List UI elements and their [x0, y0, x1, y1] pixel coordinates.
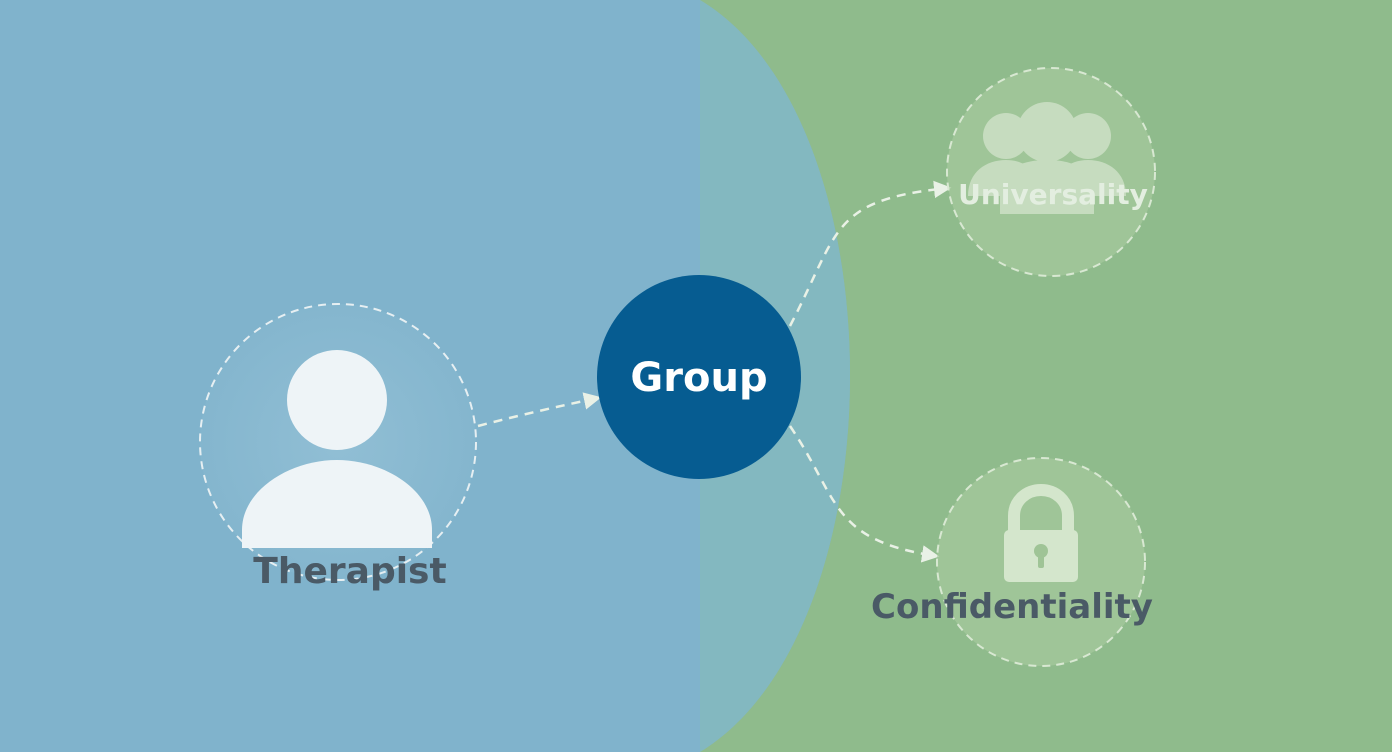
connector-group-to-universality — [788, 180, 952, 327]
confidentiality-node: Confidentiality — [871, 457, 1153, 667]
therapist-label: Therapist — [253, 551, 446, 592]
group-label: Group — [630, 355, 767, 401]
group-node-circle — [597, 275, 801, 479]
padlock-icon — [1004, 483, 1078, 582]
confidentiality-label: Confidentiality — [871, 587, 1153, 627]
universality-node: Universality — [946, 67, 1156, 277]
connector-group-to-confidentiality — [788, 425, 940, 563]
group-node: Group — [597, 275, 801, 479]
therapist-node: Therapist — [199, 303, 477, 592]
person-icon — [242, 350, 432, 548]
universality-label: Universality — [958, 178, 1148, 211]
people-group-icon — [968, 102, 1126, 214]
